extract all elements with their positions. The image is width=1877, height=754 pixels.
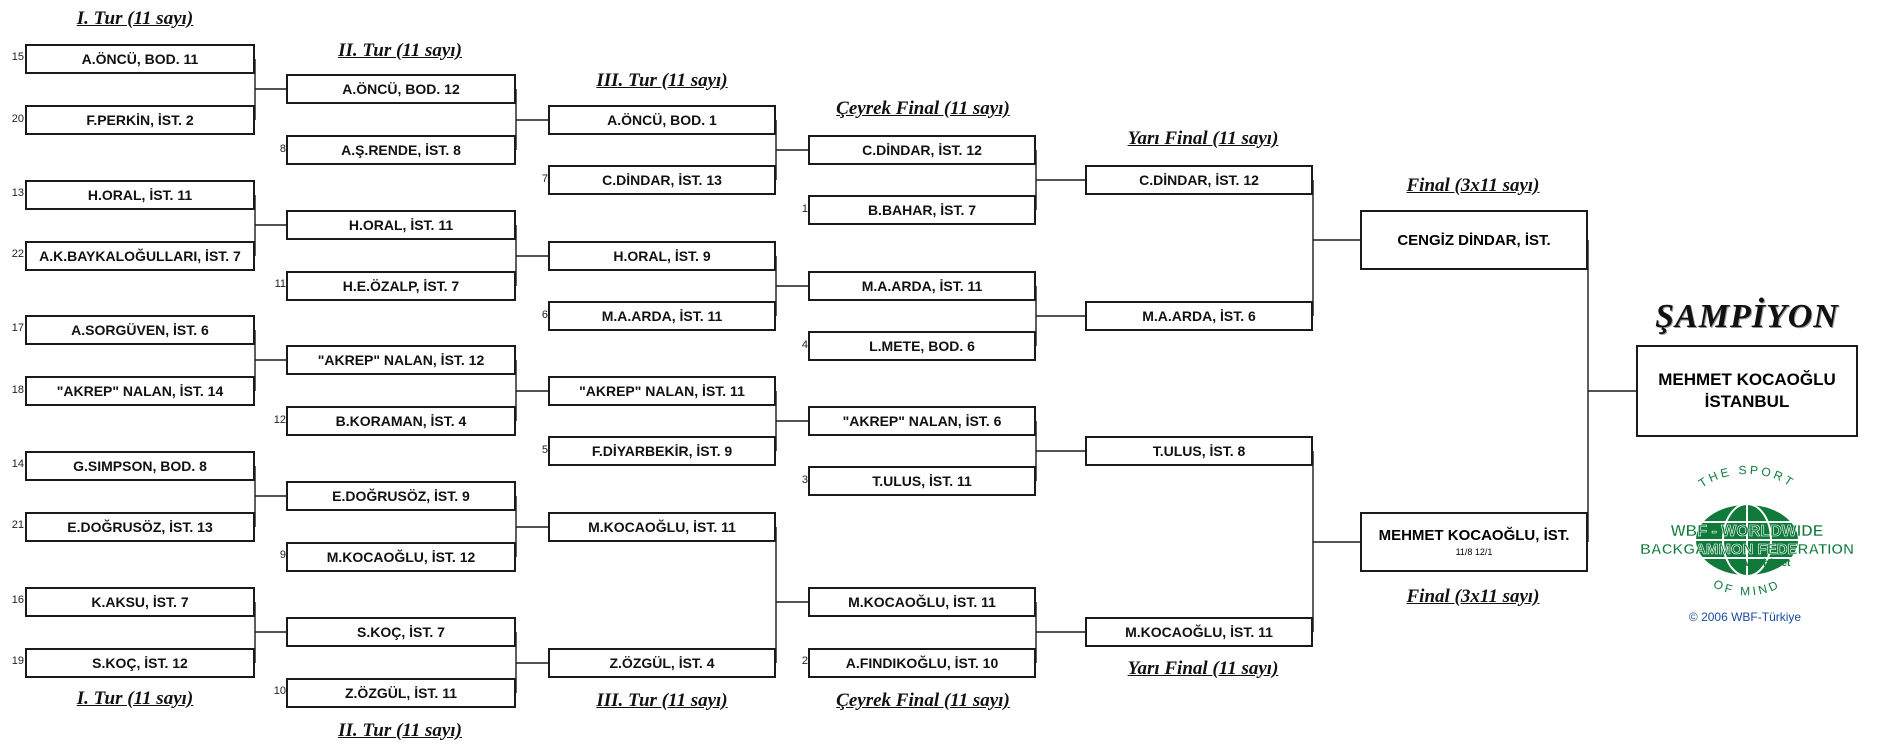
seed-number: 5	[541, 444, 548, 456]
match-entry: H.ORAL, İST. 11	[25, 180, 255, 210]
logo-name-1: WBF - WORLDWIDE	[1671, 523, 1824, 540]
seed-number: 10	[273, 685, 286, 697]
champion-name: MEHMET KOCAOĞLU	[1658, 370, 1836, 389]
final-player: MEHMET KOCAOĞLU, İST.	[1378, 527, 1570, 544]
match-entry: "AKREP" NALAN, İST. 11	[548, 376, 776, 406]
logo-url: www.wbf.net	[1729, 558, 1791, 569]
seed-number: 8	[279, 143, 286, 155]
seed-number: 1	[801, 203, 808, 215]
seed-number: 11	[274, 278, 286, 290]
match-entry: F.DİYARBEKİR, İST. 9	[548, 436, 776, 466]
match-entry: M.A.ARDA, İST. 11	[548, 301, 776, 331]
match-entry: "AKREP" NALAN, İST. 14	[25, 376, 255, 406]
header-semi-top: Yarı Final (11 sayı)	[1127, 128, 1279, 149]
seed-number: 18	[11, 384, 24, 396]
seed-number: 22	[11, 248, 24, 260]
seed-number: 9	[279, 549, 286, 561]
header-semi-bottom: Yarı Final (11 sayı)	[1127, 658, 1279, 679]
match-entry: G.SIMPSON, BOD. 8	[25, 451, 255, 481]
seed-number: 14	[11, 458, 24, 470]
match-entry: "AKREP" NALAN, İST. 6	[808, 406, 1036, 436]
match-entry: F.PERKİN, İST. 2	[25, 105, 255, 135]
match-entry: A.ÖNCÜ, BOD. 11	[25, 44, 255, 74]
logo-arc-bottom: OF MIND	[1711, 577, 1783, 599]
match-entry: "AKREP" NALAN, İST. 12	[286, 345, 516, 375]
match-entry: M.KOCAOĞLU, İST. 12	[286, 542, 516, 572]
final-player: CENGİZ DİNDAR, İST.	[1397, 231, 1551, 249]
match-entry: A.Ş.RENDE, İST. 8	[286, 135, 516, 165]
seed-number: 15	[11, 51, 24, 63]
match-entry: M.KOCAOĞLU, İST. 11	[808, 587, 1036, 617]
champion-title: ŞAMPİYON	[1655, 298, 1839, 335]
seed-number: 17	[11, 322, 24, 334]
match-entry: M.KOCAOĞLU, İST. 11	[1085, 617, 1313, 647]
match-entry: L.METE, BOD. 6	[808, 331, 1036, 361]
final-score-note: 11/8 12/1	[1455, 547, 1493, 557]
champion-city: İSTANBUL	[1704, 392, 1790, 411]
match-entry: E.DOĞRUSÖZ, İST. 13	[25, 512, 255, 542]
match-entry: M.A.ARDA, İST. 6	[1085, 301, 1313, 331]
copyright-text: © 2006 WBF-Türkiye	[1688, 610, 1802, 624]
match-entry: M.A.ARDA, İST. 11	[808, 271, 1036, 301]
match-entry: A.SORGÜVEN, İST. 6	[25, 315, 255, 345]
logo-name-2: BACKGAMMON FEDERATION	[1640, 541, 1854, 558]
header-final-top: Final (3x11 sayı)	[1406, 175, 1540, 196]
seed-number: 13	[11, 187, 24, 199]
header-round2-bottom: II. Tur (11 sayı)	[338, 720, 462, 741]
final-entry: MEHMET KOCAOĞLU, İST. 11/8 12/1	[1360, 512, 1588, 572]
match-entry: T.ULUS, İST. 8	[1085, 436, 1313, 466]
match-entry: A.FINDIKOĞLU, İST. 10	[808, 648, 1036, 678]
seed-number: 19	[11, 655, 24, 667]
match-entry: Z.ÖZGÜL, İST. 4	[548, 648, 776, 678]
match-entry: B.KORAMAN, İST. 4	[286, 406, 516, 436]
header-round1-top: I. Tur (11 sayı)	[76, 8, 194, 29]
globe-icon	[1694, 503, 1800, 577]
seed-number: 21	[11, 519, 24, 531]
match-entry: C.DİNDAR, İST. 13	[548, 165, 776, 195]
logo-arc-top: THE SPORT	[1696, 463, 1798, 491]
match-entry: K.AKSU, İST. 7	[25, 587, 255, 617]
seed-number: 7	[541, 173, 548, 185]
seed-number: 20	[11, 113, 24, 125]
header-round2-top: II. Tur (11 sayı)	[338, 40, 462, 61]
header-final-bottom: Final (3x11 sayı)	[1406, 586, 1540, 607]
match-entry: C.DİNDAR, İST. 12	[808, 135, 1036, 165]
seed-number: 6	[541, 309, 548, 321]
wbf-logo: THE SPORT OF MIND WBF - WORLDWIDE BACKGA…	[1640, 463, 1854, 599]
final-entry: CENGİZ DİNDAR, İST.	[1360, 210, 1588, 270]
match-entry: M.KOCAOĞLU, İST. 11	[548, 512, 776, 542]
header-quarter-top: Çeyrek Final (11 sayı)	[836, 98, 1010, 119]
header-quarter-bottom: Çeyrek Final (11 sayı)	[836, 690, 1010, 711]
seed-number: 12	[273, 414, 286, 426]
match-entry: T.ULUS, İST. 11	[808, 466, 1036, 496]
match-entry: Z.ÖZGÜL, İST. 11	[286, 678, 516, 708]
match-entry: H.ORAL, İST. 11	[286, 210, 516, 240]
match-entry: A.K.BAYKALOĞULLARI, İST. 7	[25, 241, 255, 271]
match-entry: B.BAHAR, İST. 7	[808, 195, 1036, 225]
match-entry: C.DİNDAR, İST. 12	[1085, 165, 1313, 195]
match-entry: H.E.ÖZALP, İST. 7	[286, 271, 516, 301]
match-entry: A.ÖNCÜ, BOD. 1	[548, 105, 776, 135]
header-round3-top: III. Tur (11 sayı)	[596, 70, 728, 91]
seed-number: 16	[11, 594, 24, 606]
match-entry: S.KOÇ, İST. 7	[286, 617, 516, 647]
seed-number: 4	[801, 339, 808, 351]
seed-number: 2	[801, 655, 808, 667]
champion-box: MEHMET KOCAOĞLU İSTANBUL	[1636, 345, 1858, 437]
header-round1-bottom: I. Tur (11 sayı)	[76, 688, 194, 709]
match-entry: S.KOÇ, İST. 12	[25, 648, 255, 678]
match-entry: E.DOĞRUSÖZ, İST. 9	[286, 481, 516, 511]
match-entry: H.ORAL, İST. 9	[548, 241, 776, 271]
seed-number: 3	[801, 474, 808, 486]
match-entry: A.ÖNCÜ, BOD. 12	[286, 74, 516, 104]
header-round3-bottom: III. Tur (11 sayı)	[596, 690, 728, 711]
